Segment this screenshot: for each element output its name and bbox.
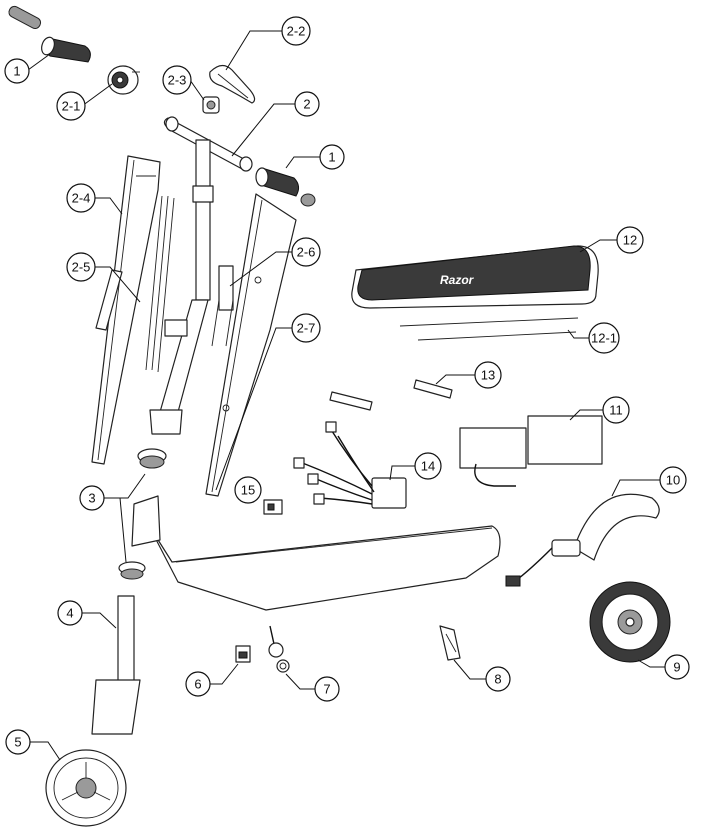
callout-2-5: 2-5: [66, 252, 96, 282]
callout-label: 15: [241, 483, 255, 498]
callout-15: 15: [234, 476, 262, 504]
callout-8: 8: [485, 666, 511, 692]
callout-label: 11: [609, 403, 623, 418]
stem-tube-part: [149, 299, 209, 435]
callout-4: 4: [57, 600, 83, 626]
callout-13: 13: [474, 361, 502, 389]
callout-label: 4: [66, 606, 73, 621]
callout-label: 9: [673, 660, 680, 675]
callout-label: 2-5: [72, 260, 91, 275]
callout-label: 2-7: [297, 321, 316, 336]
callout-label: 12-1: [591, 331, 617, 346]
switch-part: [263, 499, 283, 515]
brake-assembly-part: [439, 625, 461, 661]
leader-lines: [27, 30, 665, 761]
callout-7: 7: [314, 676, 340, 702]
clamp-part: [202, 96, 220, 114]
callout-2-2: 2-2: [281, 16, 311, 46]
callout-12: 12: [616, 226, 644, 254]
callout-label: 2-6: [297, 245, 316, 260]
callout-label: 2-3: [168, 73, 187, 88]
brake-lever-part: [209, 64, 256, 104]
grip-part-right: [255, 167, 316, 207]
callout-2-7: 2-7: [291, 313, 321, 343]
callout-1-right: 1: [319, 144, 345, 170]
deck-part: Razor: [351, 245, 599, 309]
callout-1-top: 1: [4, 58, 30, 84]
callout-2-1: 2-1: [56, 91, 86, 121]
callout-2: 2: [294, 91, 320, 117]
stem-cover-right-part: [205, 193, 297, 497]
callout-label: 5: [14, 735, 21, 750]
stem-strip-part: [95, 195, 175, 373]
plate-part: [329, 379, 453, 411]
callouts: 1 2-1 2-2 2-3 2 1 2-4 2-5 2-6 2-7 12 12-…: [4, 16, 690, 755]
callout-14: 14: [414, 452, 442, 480]
callout-label: 14: [421, 459, 435, 474]
callout-5: 5: [5, 729, 31, 755]
grip-part-top: [8, 5, 91, 63]
battery-part: [459, 415, 603, 487]
controller-part: [293, 421, 407, 509]
callout-label: 7: [323, 682, 330, 697]
callout-label: 2: [303, 97, 310, 112]
hub-motor-wheel-part: [589, 581, 671, 663]
callout-label: 6: [194, 677, 201, 692]
deck-brand-label: Razor: [440, 273, 475, 287]
stem-bracket-part: [211, 265, 234, 347]
callout-12-1: 12-1: [588, 322, 620, 354]
front-wheel-part: [45, 749, 127, 827]
stem-cover-left-part: [91, 155, 161, 465]
handlebar-part: [163, 116, 253, 301]
callout-2-6: 2-6: [291, 237, 321, 267]
callout-3: 3: [79, 485, 105, 511]
callout-label: 3: [88, 491, 95, 506]
callout-label: 10: [666, 473, 680, 488]
callout-11: 11: [602, 396, 630, 424]
callout-6: 6: [185, 671, 211, 697]
callout-2-4: 2-4: [66, 183, 96, 213]
callout-label: 2-4: [72, 191, 91, 206]
frame-part: [131, 495, 501, 611]
brake-switch-part: [235, 645, 251, 663]
callout-label: 12: [623, 233, 637, 248]
callout-2-3: 2-3: [162, 65, 192, 95]
fork-part: [91, 595, 141, 735]
deck-strip-part: [399, 317, 579, 341]
callout-label: 13: [481, 368, 495, 383]
callout-9: 9: [664, 654, 690, 680]
callout-label: 1: [13, 64, 20, 79]
callout-label: 8: [494, 672, 501, 687]
charge-port-part: [268, 625, 290, 673]
callout-label: 2-1: [62, 99, 81, 114]
throttle-ring-part: [107, 65, 140, 95]
callout-label: 1: [328, 150, 335, 165]
fender-part: [505, 493, 660, 587]
callout-label: 2-2: [287, 24, 306, 39]
headset-bearing-part: [118, 448, 167, 580]
callout-10: 10: [659, 466, 687, 494]
